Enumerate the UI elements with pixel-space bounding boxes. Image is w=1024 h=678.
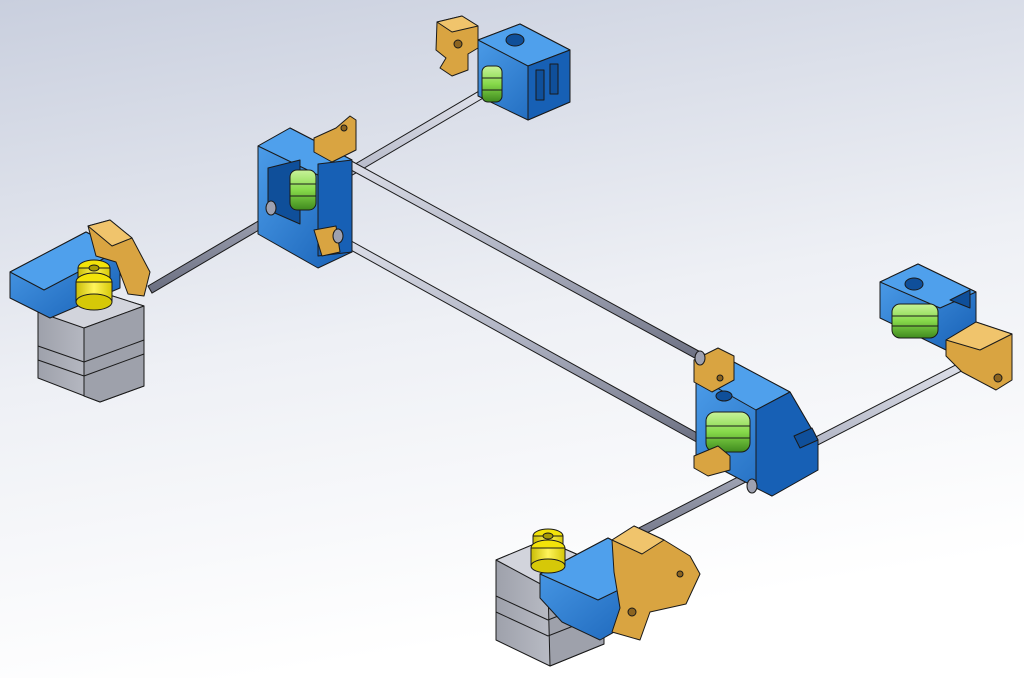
left-x-carriage [257, 115, 357, 269]
rear-left-idler-bracket [435, 15, 571, 121]
left-motor-mount [9, 219, 151, 403]
front-motor-mount [495, 525, 701, 667]
right-idler-bracket [879, 263, 1013, 391]
rod-ends [265, 200, 758, 494]
